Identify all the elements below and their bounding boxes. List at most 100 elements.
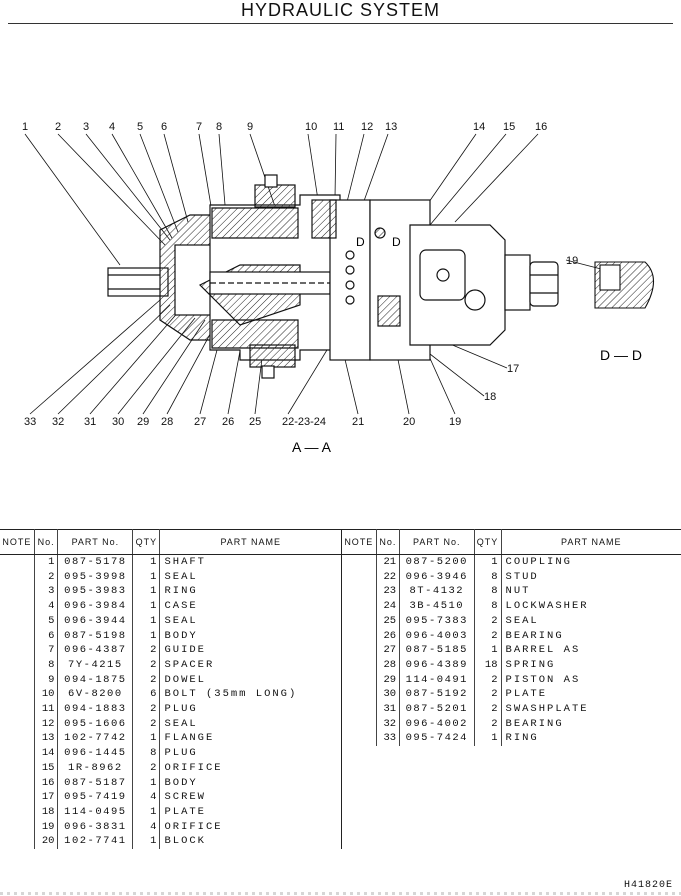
part-name: RING — [164, 585, 198, 598]
item-number: 8 — [34, 657, 59, 673]
part-number: 102-7742 — [57, 731, 134, 747]
note-cell — [342, 716, 377, 732]
quantity: 1 — [132, 731, 161, 747]
quantity: 8 — [474, 569, 502, 585]
quantity: 1 — [132, 775, 161, 791]
part-name: NUT — [505, 585, 531, 598]
part-number: 6V-8200 — [57, 687, 134, 703]
quantity: 2 — [474, 702, 502, 717]
part-name: COUPLING — [505, 556, 572, 568]
col-no: No. — [376, 529, 401, 555]
quantity: 6 — [132, 687, 161, 703]
part-number: 087-5192 — [399, 687, 475, 703]
section-marker-left: D — [356, 235, 365, 249]
item-number: 31 — [376, 702, 401, 717]
part-number: 087-5200 — [399, 554, 475, 570]
view-label-aa: A — A — [292, 439, 332, 455]
part-name: GUIDE — [164, 644, 206, 657]
note-cell — [0, 731, 35, 747]
note-cell — [0, 599, 35, 614]
part-number: 095-7419 — [57, 790, 134, 805]
callout-label: 21 — [352, 416, 364, 428]
quantity: 1 — [474, 643, 502, 658]
item-number: 10 — [34, 687, 59, 703]
part-name: SEAL — [164, 614, 198, 627]
quantity: 1 — [474, 731, 502, 747]
callout-label: 16 — [535, 121, 547, 133]
item-number: 32 — [376, 716, 401, 732]
part-number: 094-1875 — [57, 672, 134, 688]
part-name: PLATE — [505, 688, 548, 701]
note-cell — [0, 628, 35, 644]
quantity: 1 — [132, 599, 161, 614]
part-number: 096-4003 — [399, 628, 475, 644]
part-number: 102-7741 — [57, 834, 134, 850]
note-cell — [0, 687, 35, 703]
note-cell — [342, 554, 377, 570]
note-cell — [0, 657, 35, 673]
note-cell — [0, 790, 35, 805]
col-part-name: PART NAME — [501, 529, 681, 555]
part-number: 114-0491 — [399, 672, 475, 688]
note-cell — [0, 834, 35, 850]
item-number: 20 — [34, 834, 59, 850]
part-number: 096-3984 — [57, 599, 134, 614]
item-number: 23 — [376, 584, 401, 600]
note-cell — [0, 643, 35, 658]
note-cell — [342, 643, 377, 658]
part-name: FLANGE — [164, 732, 215, 745]
part-number: 096-1445 — [57, 746, 134, 761]
note-cell — [342, 613, 377, 629]
callout-label: 17 — [507, 363, 519, 375]
col-part-no: PART No. — [399, 529, 475, 555]
quantity: 18 — [474, 657, 502, 673]
quantity: 2 — [474, 716, 502, 732]
item-number: 27 — [376, 643, 401, 658]
item-number: 15 — [34, 760, 59, 776]
part-name: STUD — [505, 570, 539, 583]
col-part-no: PART No. — [57, 529, 134, 555]
part-name: BOLT (35mm LONG) — [164, 688, 298, 701]
part-number: 087-5178 — [57, 554, 134, 570]
part-number: 114-0495 — [57, 804, 134, 820]
callout-label: 12 — [361, 121, 373, 133]
part-number: 096-4387 — [57, 643, 134, 658]
note-cell — [0, 775, 35, 791]
quantity: 4 — [132, 819, 161, 835]
part-number: 1R-8962 — [57, 760, 134, 776]
part-number: 096-3831 — [57, 819, 134, 835]
col-no: No. — [34, 529, 59, 555]
note-cell — [342, 628, 377, 644]
part-name: PLATE — [164, 805, 206, 818]
item-number: 28 — [376, 657, 401, 673]
note-cell — [0, 804, 35, 820]
item-number: 29 — [376, 672, 401, 688]
detail-dd — [594, 261, 655, 309]
quantity: 2 — [474, 687, 502, 703]
item-number: 25 — [376, 613, 401, 629]
callout-label: 3 — [83, 121, 89, 133]
callout-label: 1 — [22, 121, 28, 133]
part-number: 8T-4132 — [399, 584, 475, 600]
note-cell — [0, 569, 35, 585]
part-number: 3B-4510 — [399, 599, 475, 614]
page-title: HYDRAULIC SYSTEM — [240, 0, 441, 20]
note-cell — [0, 584, 35, 600]
part-number: 096-3946 — [399, 569, 475, 585]
callout-label: 6 — [161, 121, 167, 133]
callout-label: 9 — [247, 121, 253, 133]
callout-label: 22-23-24 — [282, 416, 326, 428]
